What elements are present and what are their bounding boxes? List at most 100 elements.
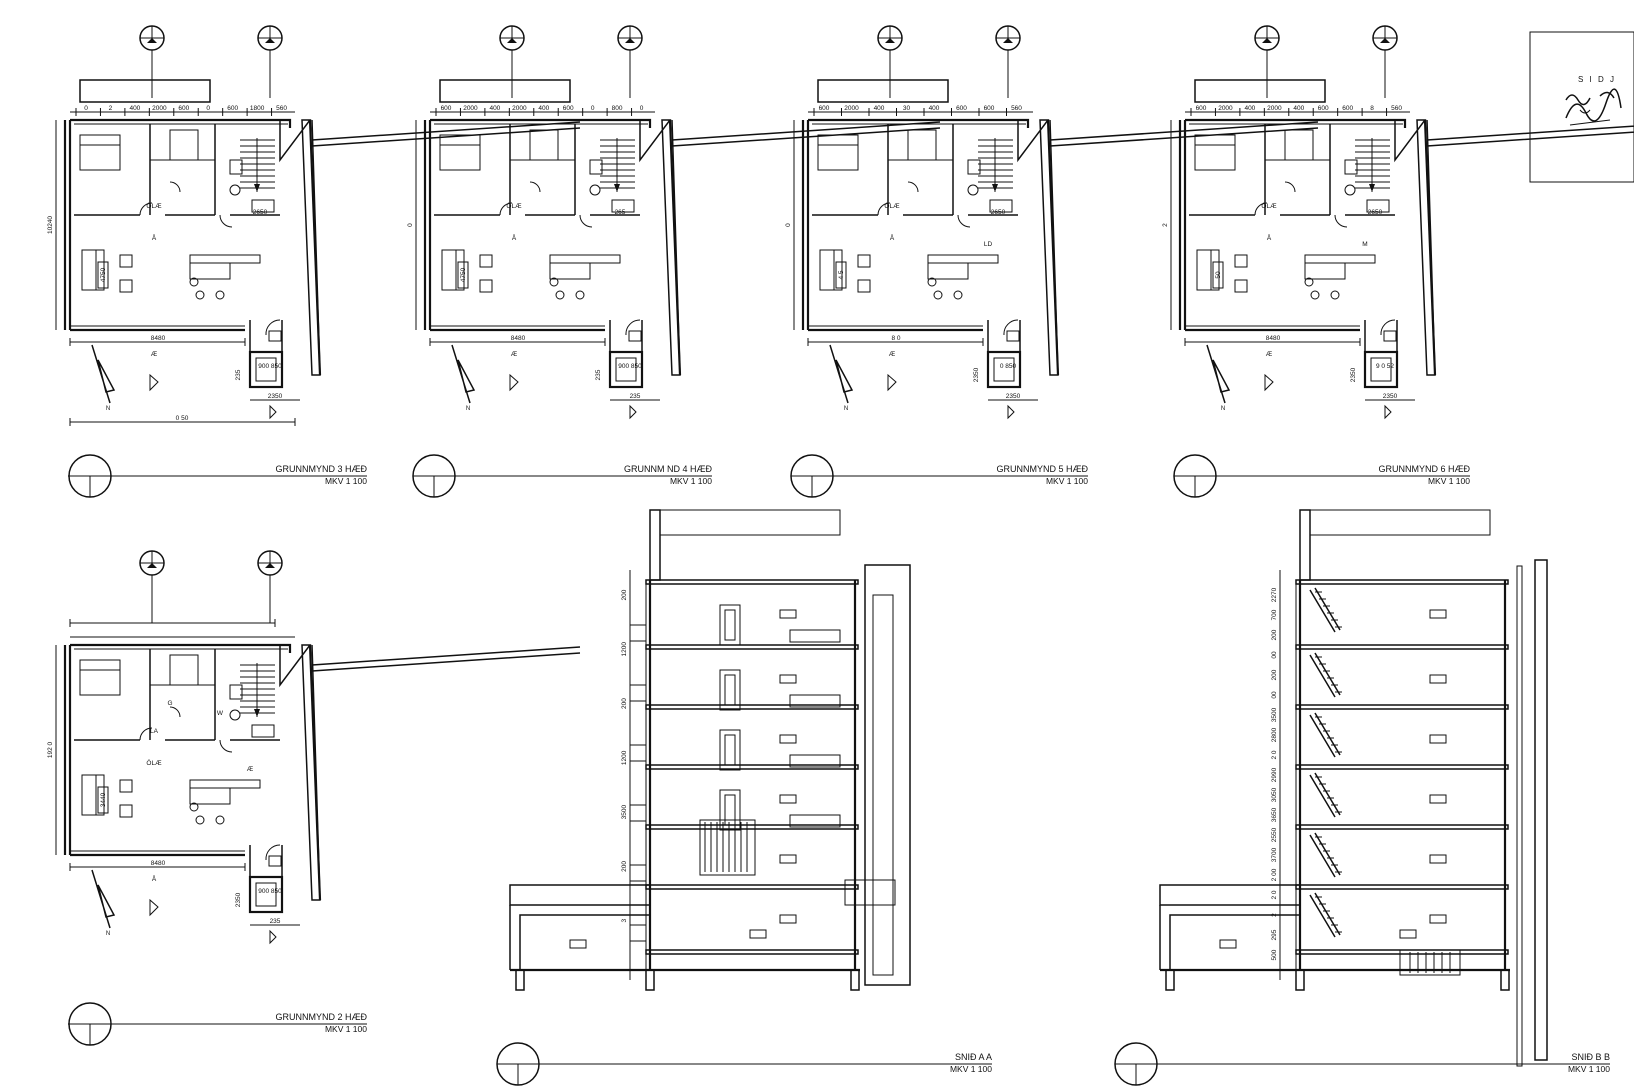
window-symbol [779, 854, 797, 864]
door-swing [957, 214, 971, 228]
dining-chair [927, 277, 937, 287]
bed [439, 134, 481, 171]
parapet [1299, 509, 1311, 581]
dimension-label: 0 [591, 105, 595, 112]
dimension-label: 600 [1318, 105, 1329, 112]
sofa-back [95, 249, 105, 291]
dimension-label: 600 [563, 105, 574, 112]
dimension-label: 295 [1271, 929, 1278, 940]
dimension-label: 560 [1391, 105, 1402, 112]
dimension-label: 400 [129, 105, 140, 112]
sink [1344, 159, 1358, 175]
dimension-label: 0 [407, 223, 414, 227]
grid-axis-triangle [1003, 38, 1013, 43]
dining-chair [953, 290, 963, 300]
vestibule-box [628, 330, 642, 342]
vestibule-wall [1364, 320, 1398, 352]
floor-slab [645, 764, 859, 770]
dimension-label: 3700 [1271, 847, 1278, 862]
door-swing [139, 727, 153, 741]
dimension-label: 2350 [1350, 367, 1357, 382]
kitchen-island [189, 787, 231, 805]
level-marker [629, 404, 637, 420]
plan-title: GRUNNMYND 3 HÆÐ [275, 464, 367, 474]
balcony [439, 79, 571, 103]
dimension-label: 8480 [151, 860, 166, 867]
dimension-label: 8480 [511, 335, 526, 342]
window-symbol [779, 674, 797, 684]
roof-structure [1309, 509, 1491, 536]
dimension-label: 600 [1196, 105, 1207, 112]
approval-stamp: S I D J [1529, 31, 1634, 183]
door-swing [169, 181, 181, 193]
stair-box [1399, 949, 1461, 976]
dimension-label: 0 850 [1000, 363, 1017, 370]
dimension-label: 600 [1342, 105, 1353, 112]
grid-axis-tick [258, 551, 282, 564]
grid-axis-tick [500, 26, 524, 39]
vestibule-box [268, 330, 282, 342]
floor-slab [1295, 764, 1509, 770]
north-arrow [91, 869, 116, 929]
dining-chair [933, 290, 943, 300]
room-label: Æ [151, 351, 158, 358]
dimension-label: 2800 [1271, 727, 1278, 742]
door-leaf [724, 794, 736, 826]
kitchen-island [189, 262, 231, 280]
lift-car [255, 357, 277, 382]
bed [79, 134, 121, 171]
dimension-label: 2 [1271, 913, 1278, 917]
outer-wall [68, 643, 292, 855]
plan-title: GRUNNMYND 2 HÆÐ [275, 1012, 367, 1022]
floor-slab [1295, 644, 1509, 650]
door-swing [907, 181, 919, 193]
balcony-rail [629, 744, 647, 762]
balcony [817, 79, 949, 103]
floor-slab [645, 704, 859, 710]
sink [589, 159, 603, 175]
floor-slab [1295, 704, 1509, 710]
title-block-section-a: SNIÐ A A MKV 1 100 [496, 1042, 992, 1086]
section-marker [149, 373, 159, 392]
balcony-rail [629, 924, 647, 942]
dimension-label: 3500 [1271, 707, 1278, 722]
stair-flight [1309, 772, 1341, 818]
dining-chair [555, 290, 565, 300]
balcony-rail [629, 624, 647, 642]
kitchen-counter [189, 779, 261, 789]
dimension-label: 4750 [460, 267, 467, 282]
dimension-label: 235 [270, 918, 281, 925]
dimension-label: 2270 [1271, 587, 1278, 602]
dimension-label: 2000 [844, 105, 859, 112]
dimension-label: 2650 [1368, 209, 1383, 216]
dimension-label: 2350 [268, 393, 283, 400]
roof-structure [659, 509, 841, 536]
dimension-label: 200 [621, 589, 628, 600]
grid-axis-triangle [885, 38, 895, 43]
floor-slab [645, 824, 859, 830]
plan-title: GRUNNMYND 5 HÆÐ [996, 464, 1088, 474]
dimension-label: 8480 [151, 335, 166, 342]
room-label: LD [984, 241, 993, 248]
plan-scale: MKV 1 100 [1428, 476, 1470, 486]
room-label: ÖLÆ [506, 202, 522, 210]
dimension-label: 700 [1271, 609, 1278, 620]
room-label: LA [150, 728, 159, 735]
dimension-label: 600 [227, 105, 238, 112]
stair-landing [251, 724, 275, 738]
dimension-label: 600 [178, 105, 189, 112]
exterior-stair-tower [864, 564, 911, 986]
plan-scale: MKV 1 100 [325, 1024, 367, 1034]
dimension-label: 2350 [235, 892, 242, 907]
lift-car [615, 357, 637, 382]
slanted-wall-outer [308, 119, 322, 376]
grid-axis-tick [618, 26, 642, 39]
north-arrow [91, 344, 116, 404]
window-symbol [1429, 609, 1447, 619]
room-label: ÖLÆ [146, 202, 162, 210]
stamp-text: S I D J [1578, 75, 1616, 84]
access-ramp [671, 121, 941, 147]
sink [229, 684, 243, 700]
stair-landing [251, 199, 275, 213]
dimension-label: 400 [874, 105, 885, 112]
